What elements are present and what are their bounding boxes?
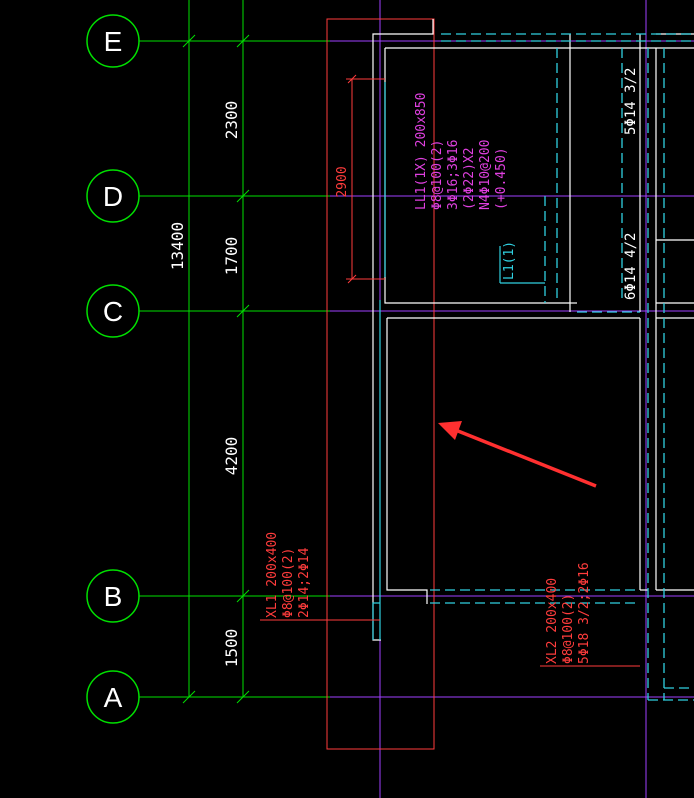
svg-text:XL2 200x400: XL2 200x400 xyxy=(545,578,560,664)
svg-text:Φ8@100(2): Φ8@100(2) xyxy=(281,548,296,618)
dimension-inner: 2900 xyxy=(335,166,350,197)
svg-text:3Φ16;3Φ16: 3Φ16;3Φ16 xyxy=(446,140,461,210)
svg-text:Φ8@100(2): Φ8@100(2) xyxy=(430,140,445,210)
axis-label-c: C xyxy=(103,296,123,327)
annotation-rebar-mid: 6Φ14 4/2 xyxy=(623,233,639,300)
axis-bubbles xyxy=(86,14,140,724)
red-strip xyxy=(326,18,435,750)
svg-text:Φ8@100(2): Φ8@100(2) xyxy=(561,594,576,664)
dimension-total: 13400 xyxy=(168,222,187,270)
annotation-l1: L1(1) xyxy=(502,241,517,280)
axis-label-b: B xyxy=(104,581,123,612)
cyan-lines xyxy=(372,82,545,640)
annotation-xl2: XL2 200x400 Φ8@100(2) 5Φ18 3/2;2Φ16 xyxy=(545,562,592,664)
svg-text:2Φ14;2Φ14: 2Φ14;2Φ14 xyxy=(297,547,312,618)
svg-text:N4Φ10@200: N4Φ10@200 xyxy=(478,140,493,210)
inner-dimension xyxy=(260,74,640,667)
dimension-segment-dc: 1700 xyxy=(222,237,241,276)
axis-label-e: E xyxy=(104,26,123,57)
dashed-beams xyxy=(430,33,694,701)
dimension-lines xyxy=(182,0,250,704)
svg-text:5Φ18 3/2;2Φ16: 5Φ18 3/2;2Φ16 xyxy=(577,562,592,664)
annotation-rebar-top: 5Φ14 3/2 xyxy=(623,68,639,135)
svg-text:(2Φ22)X2: (2Φ22)X2 xyxy=(462,147,477,210)
svg-text:XL1 200x400: XL1 200x400 xyxy=(265,532,280,618)
axis-label-a: A xyxy=(104,682,123,713)
axis-label-d: D xyxy=(103,181,123,212)
annotation-ll1: LL1(1X) 200x850 Φ8@100(2) 3Φ16;3Φ16 (2Φ2… xyxy=(414,93,509,210)
svg-text:(+0.450): (+0.450) xyxy=(494,147,509,210)
dimension-segment-ed: 2300 xyxy=(222,101,241,140)
axis-leaders xyxy=(139,40,330,698)
dimension-segment-cb: 4200 xyxy=(222,437,241,476)
pointer-arrow-icon xyxy=(438,421,597,488)
dimension-segment-ba: 1500 xyxy=(222,629,241,668)
svg-text:LL1(1X) 200x850: LL1(1X) 200x850 xyxy=(414,93,429,210)
annotation-xl1: XL1 200x400 Φ8@100(2) 2Φ14;2Φ14 xyxy=(265,532,312,618)
